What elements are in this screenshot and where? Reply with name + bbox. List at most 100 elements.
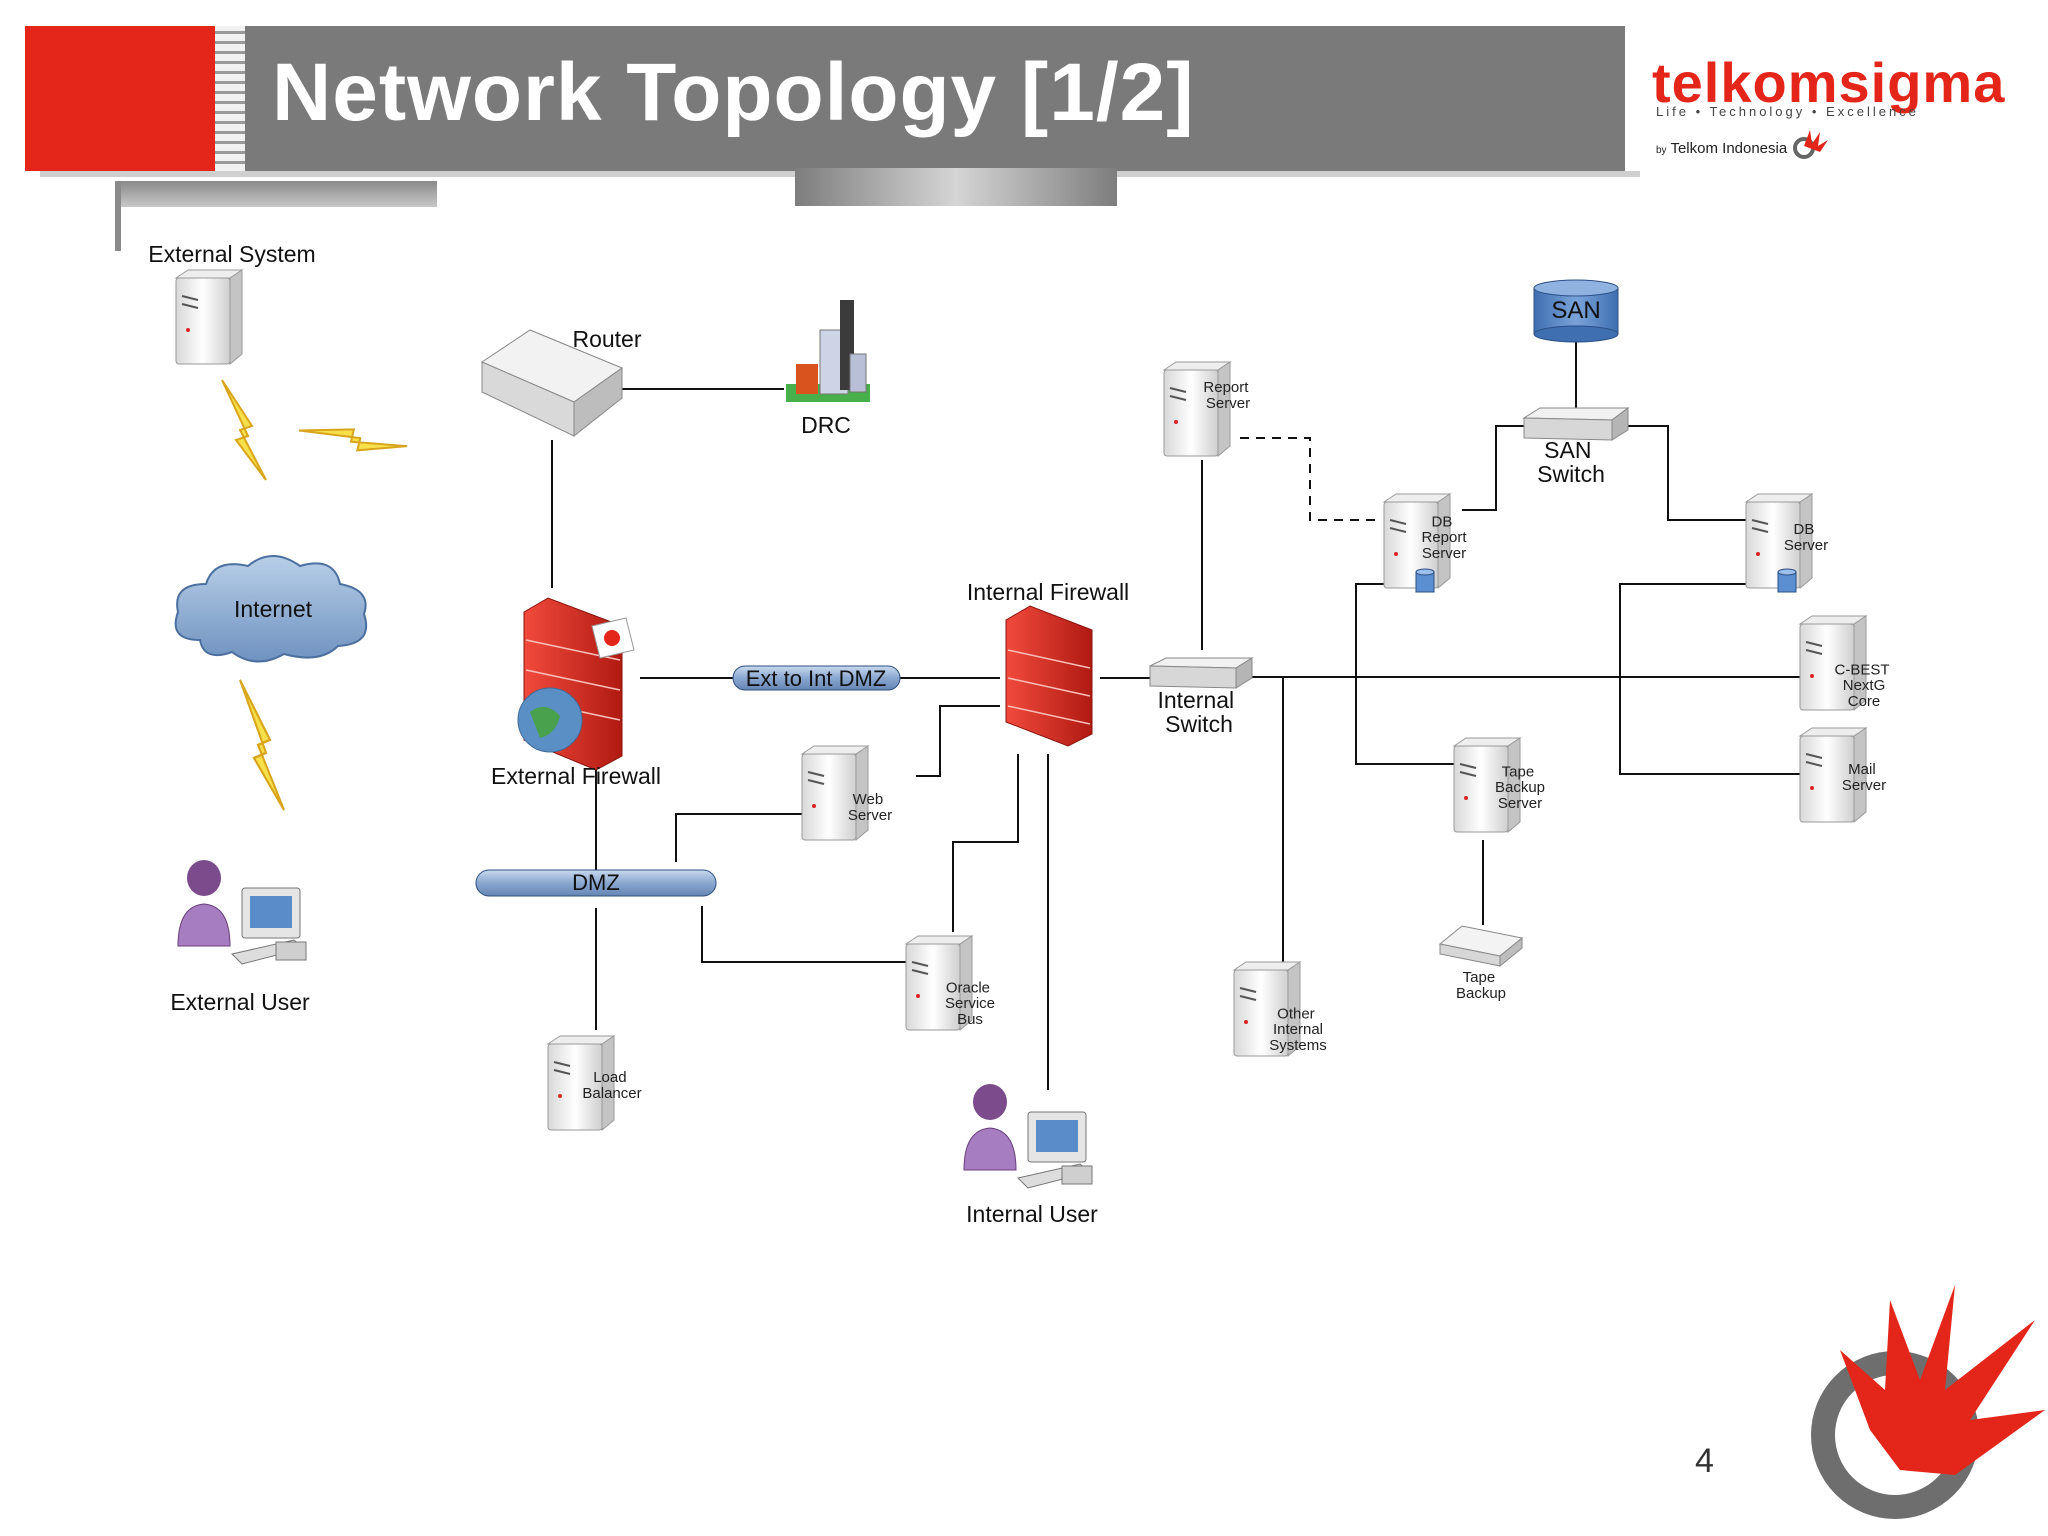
internal-switch-node: Internal Switch	[1149, 657, 1254, 737]
label-line: Core	[1848, 693, 1881, 710]
router-node: Router	[480, 326, 642, 438]
web-server-label: Web Server	[848, 791, 892, 824]
internal-switch-label: Internal Switch	[1157, 687, 1240, 737]
external-user-node: External User	[170, 859, 310, 1015]
internal-firewall-icon	[1005, 605, 1093, 747]
db-server-node: DB Server	[1745, 493, 1828, 593]
label-line: Switch	[1165, 711, 1233, 737]
load-balancer-node: Load Balancer	[547, 1035, 642, 1131]
link-osb-internal-firewall	[952, 754, 1019, 932]
title-accent-red	[25, 26, 215, 171]
label-line: Server	[1422, 545, 1466, 562]
label-line: Bus	[957, 1011, 983, 1028]
label-line: Server	[1206, 395, 1250, 412]
external-firewall-node: External Firewall	[491, 597, 661, 789]
db-server-cylinder-icon	[1777, 568, 1797, 593]
label-line: Service	[945, 995, 995, 1012]
decorative-bar-mid	[795, 168, 1117, 206]
brand-tagline: Life • Technology • Excellence	[1656, 104, 1919, 119]
label-line: Switch	[1537, 461, 1605, 487]
san-node: SAN	[1533, 279, 1619, 343]
mail-server-node: Mail Server	[1799, 727, 1886, 823]
decorative-bar-left-vertical	[115, 181, 121, 251]
link-dmz-oracle-service-bus	[701, 906, 906, 963]
decorative-bar-left	[115, 181, 437, 207]
telkom-corner-logo-icon	[1811, 1285, 2045, 1519]
link-san-switch-db-report	[1462, 425, 1524, 511]
ext-to-int-dmz-node: Ext to Int DMZ	[732, 665, 901, 691]
san-switch-icon	[1522, 407, 1630, 441]
external-user-icon	[177, 859, 307, 965]
link-report-server-db-report-server	[1240, 437, 1380, 521]
internal-user-label: Internal User	[966, 1201, 1098, 1227]
dmz-label: DMZ	[572, 870, 620, 895]
external-system-label: External System	[148, 241, 315, 267]
title-accent-pattern	[215, 26, 245, 171]
label-line: Internal	[1273, 1021, 1323, 1038]
ext-to-int-dmz-label: Ext to Int DMZ	[746, 666, 887, 691]
brand-by-company: Telkom Indonesia	[1670, 140, 1788, 157]
label-line: Balancer	[582, 1085, 641, 1102]
brand-byline: by Telkom Indonesia	[1656, 140, 1787, 157]
label-line: Report	[1421, 529, 1467, 546]
label-line: Systems	[1269, 1037, 1327, 1054]
tape-backup-label: Tape Backup	[1456, 969, 1506, 1002]
page-number: 4	[1695, 1442, 1714, 1480]
internal-user-node: Internal User	[963, 1083, 1098, 1227]
san-label: SAN	[1551, 297, 1600, 324]
external-firewall-icon	[517, 597, 635, 771]
external-system-node: External System	[148, 241, 316, 365]
connection-lines	[551, 340, 1800, 1090]
report-server-label: Report Server	[1203, 379, 1252, 412]
label-line: Server	[1842, 777, 1886, 794]
db-server-label: DB Server	[1784, 521, 1828, 554]
san-cylinder-icon	[1533, 279, 1619, 343]
router-label: Router	[572, 326, 641, 352]
web-server-node: Web Server	[801, 745, 892, 841]
label-line: Server	[1784, 537, 1828, 554]
report-server-node: Report Server	[1163, 361, 1252, 457]
mail-server-label: Mail Server	[1842, 761, 1886, 794]
drc-label: DRC	[801, 412, 851, 438]
link-dmz-web-server	[675, 813, 802, 862]
link-db-report-tape-backup-server	[1355, 583, 1455, 765]
router-icon	[480, 329, 624, 438]
ext-to-int-dmz-pipe-icon	[732, 665, 901, 691]
telkom-small-logo-icon	[1793, 130, 1828, 159]
lightning-icon-1	[221, 379, 267, 481]
internal-user-icon	[963, 1083, 1093, 1189]
label-line: Backup	[1456, 985, 1506, 1002]
internal-firewall-node: Internal Firewall	[967, 579, 1129, 747]
internet-node: Internet	[174, 555, 368, 663]
tape-backup-node: Tape Backup	[1438, 925, 1524, 1002]
external-firewall-label: External Firewall	[491, 763, 661, 789]
san-switch-node: SAN Switch	[1522, 407, 1630, 487]
tape-backup-drive-icon	[1438, 925, 1524, 968]
link-web-server-internal-firewall	[916, 705, 1000, 777]
internet-cloud-icon	[174, 555, 368, 663]
load-balancer-label: Load Balancer	[582, 1069, 641, 1102]
title-bar	[25, 26, 1625, 171]
dmz-node: DMZ	[475, 869, 717, 897]
internet-label: Internet	[234, 596, 313, 622]
drc-node: DRC	[786, 300, 870, 438]
drc-building-icon	[786, 300, 870, 402]
dmz-pipe-icon	[475, 869, 717, 897]
link-san-switch-db-server	[1628, 425, 1746, 521]
brand-by-prefix: by	[1656, 145, 1667, 156]
label-line: Backup	[1495, 779, 1545, 796]
lightning-icon-2	[297, 392, 409, 485]
lightning-icon-3	[238, 678, 286, 812]
label-line: NextG	[1843, 677, 1886, 694]
label-line: Server	[848, 807, 892, 824]
label-line: Server	[1498, 795, 1542, 812]
